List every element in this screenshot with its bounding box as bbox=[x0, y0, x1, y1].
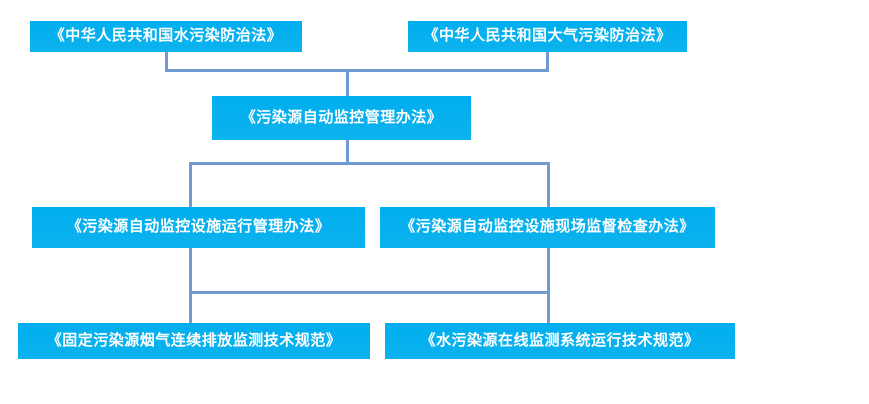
connector-level4-bus bbox=[189, 291, 550, 294]
connector-law-water-down bbox=[165, 52, 168, 72]
node-label: 《中华人民共和国大气污染防治法》 bbox=[423, 28, 672, 45]
node-label: 《污染源自动监控设施运行管理办法》 bbox=[66, 219, 331, 236]
connector-facility-operation-down bbox=[189, 248, 192, 323]
node-law-air[interactable]: 《中华人民共和国大气污染防治法》 bbox=[408, 21, 687, 52]
connector-bus-to-level2 bbox=[346, 69, 349, 96]
connector-level3-bus bbox=[189, 162, 550, 165]
node-label: 《固定污染源烟气连续排放监测技术规范》 bbox=[46, 332, 342, 349]
node-label: 《污染源自动监控设施现场监督检查办法》 bbox=[400, 219, 695, 236]
connector-bus-to-onsite-supervision bbox=[547, 162, 550, 207]
node-label: 《中华人民共和国水污染防治法》 bbox=[49, 28, 283, 45]
node-law-water[interactable]: 《中华人民共和国水污染防治法》 bbox=[30, 21, 302, 52]
connector-level1-bus bbox=[165, 69, 549, 72]
node-measure-facility-operation[interactable]: 《污染源自动监控设施运行管理办法》 bbox=[32, 207, 365, 248]
node-label: 《水污染源在线监测系统运行技术规范》 bbox=[420, 332, 700, 349]
connector-bus-to-facility-operation bbox=[189, 162, 192, 207]
node-label: 《污染源自动监控管理办法》 bbox=[240, 109, 443, 126]
connector-level2-down bbox=[346, 140, 349, 165]
node-spec-cems[interactable]: 《固定污染源烟气连续排放监测技术规范》 bbox=[18, 323, 370, 359]
node-spec-water-online[interactable]: 《水污染源在线监测系统运行技术规范》 bbox=[385, 323, 735, 359]
node-measure-onsite-supervision[interactable]: 《污染源自动监控设施现场监督检查办法》 bbox=[380, 207, 715, 248]
connector-law-air-down bbox=[546, 52, 549, 72]
node-measure-auto-monitor[interactable]: 《污染源自动监控管理办法》 bbox=[212, 96, 471, 140]
connector-onsite-supervision-down bbox=[547, 248, 550, 323]
